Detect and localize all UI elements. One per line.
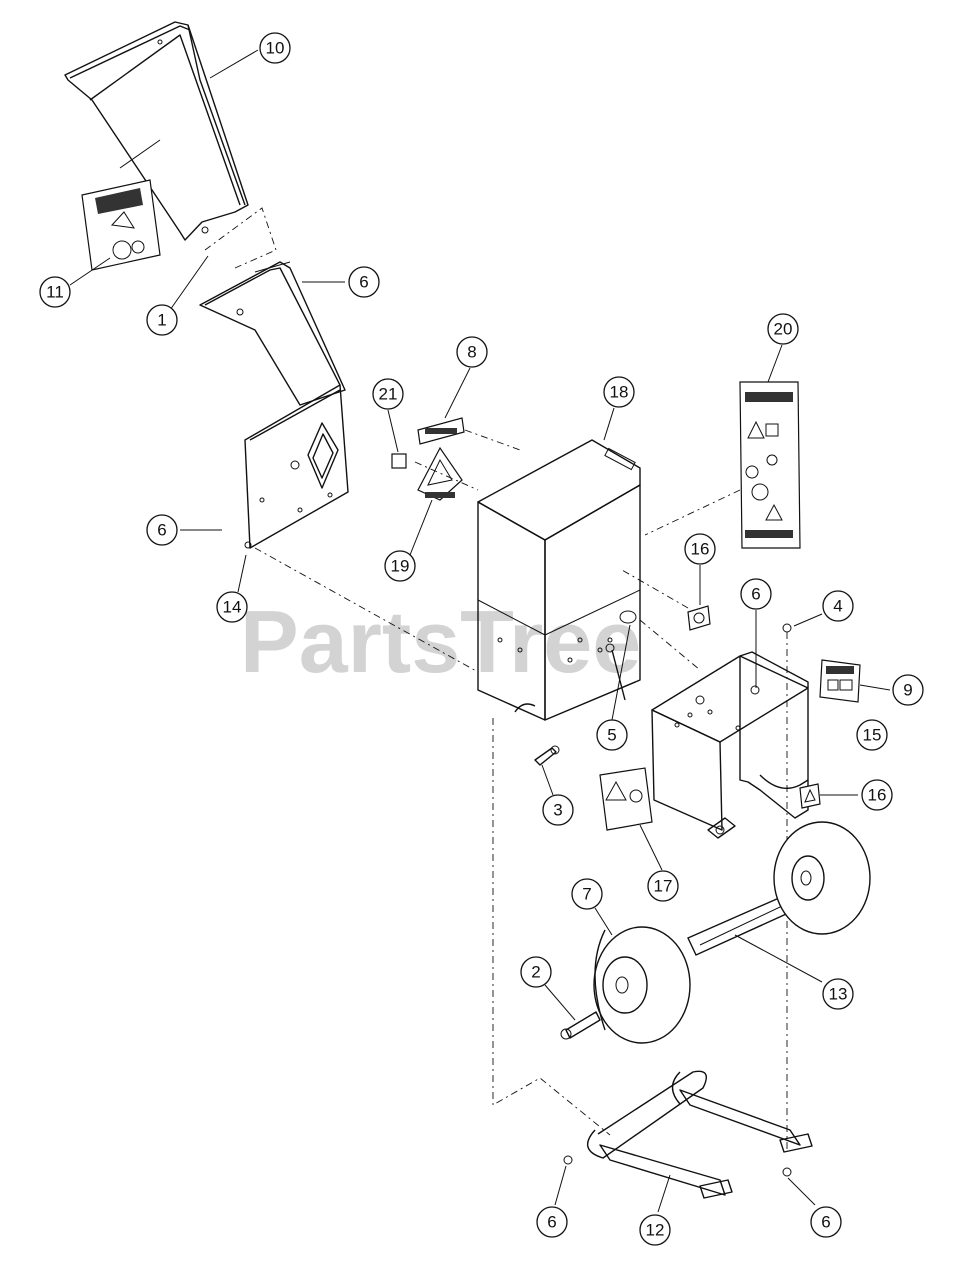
svg-text:17: 17 [654, 877, 673, 896]
svg-text:14: 14 [223, 598, 242, 617]
svg-text:6: 6 [751, 585, 760, 604]
part-3-bolt[interactable] [534, 745, 560, 766]
part-11-warning-decal[interactable] [81, 179, 161, 271]
part-10-hopper-chute[interactable] [64, 21, 249, 241]
part-2-axle-bolt[interactable] [560, 1011, 601, 1040]
callout-leaders [69, 49, 891, 1213]
part-15-motor-bracket[interactable] [651, 651, 809, 839]
svg-text:20: 20 [774, 320, 793, 339]
svg-text:10: 10 [266, 39, 285, 58]
svg-text:6: 6 [821, 1213, 830, 1232]
callout-5[interactable]: 5 [596, 719, 628, 751]
callout-20[interactable]: 20 [767, 313, 799, 345]
assembly-guide-lines [254, 429, 741, 1136]
part-18-main-housing[interactable] [477, 439, 641, 721]
callout-6-chute[interactable]: 6 [348, 266, 380, 298]
part-19-triangle-decal[interactable] [417, 446, 463, 501]
svg-text:16: 16 [868, 786, 887, 805]
callout-10[interactable]: 10 [259, 32, 291, 64]
svg-text:1: 1 [157, 311, 166, 330]
svg-text:9: 9 [903, 681, 912, 700]
part-16-small-decal-upper[interactable] [687, 605, 711, 631]
svg-text:2: 2 [531, 963, 540, 982]
callout-14[interactable]: 14 [216, 591, 248, 623]
callout-21[interactable]: 21 [372, 378, 404, 410]
callout-6-bracket[interactable]: 6 [740, 578, 772, 610]
callout-17[interactable]: 17 [647, 870, 679, 902]
svg-text:6: 6 [359, 273, 368, 292]
svg-text:18: 18 [610, 383, 629, 402]
callout-6-frame-left[interactable]: 6 [536, 1206, 568, 1238]
part-1-chute-connector[interactable] [199, 207, 346, 406]
part-9-bracket-decal[interactable] [819, 659, 861, 703]
svg-text:16: 16 [691, 540, 710, 559]
callout-18[interactable]: 18 [603, 376, 635, 408]
part-12-stand-frame[interactable] [563, 1070, 813, 1199]
callout-7[interactable]: 7 [571, 878, 603, 910]
part-17-warning-decal[interactable] [599, 767, 653, 831]
svg-text:8: 8 [467, 343, 476, 362]
callout-16-upper[interactable]: 16 [684, 533, 716, 565]
callout-9[interactable]: 9 [892, 674, 924, 706]
callout-15[interactable]: 15 [856, 719, 888, 751]
svg-text:3: 3 [553, 801, 562, 820]
callout-6-frame-right[interactable]: 6 [810, 1206, 842, 1238]
svg-text:4: 4 [833, 597, 842, 616]
callout-4[interactable]: 4 [822, 590, 854, 622]
callout-13[interactable]: 13 [822, 978, 854, 1010]
part-16-small-decal-lower[interactable] [799, 783, 821, 809]
callout-8[interactable]: 8 [456, 336, 488, 368]
svg-text:11: 11 [46, 283, 64, 302]
svg-text:7: 7 [582, 885, 591, 904]
callout-12[interactable]: 12 [639, 1214, 671, 1246]
part-20-instruction-decal[interactable] [739, 381, 801, 549]
svg-text:5: 5 [607, 726, 616, 745]
partstree-watermark: PartsTree [240, 592, 641, 691]
svg-text:6: 6 [547, 1213, 556, 1232]
callout-11[interactable]: 11 [39, 276, 71, 308]
svg-text:21: 21 [379, 385, 398, 404]
part-7-wheel-right[interactable] [773, 821, 871, 935]
svg-text:6: 6 [157, 521, 166, 540]
callout-6-plate[interactable]: 6 [146, 514, 178, 546]
svg-text:13: 13 [829, 985, 848, 1004]
part-14-mounting-plate[interactable] [244, 384, 349, 549]
svg-text:19: 19 [391, 557, 410, 576]
part-7-wheel-left[interactable] [593, 926, 691, 1044]
callout-1[interactable]: 1 [146, 304, 178, 336]
part-5-pin[interactable] [605, 610, 637, 701]
callout-16-lower[interactable]: 16 [861, 779, 893, 811]
callout-3[interactable]: 3 [542, 794, 574, 826]
svg-text:15: 15 [863, 726, 882, 745]
callout-2[interactable]: 2 [520, 956, 552, 988]
part-21-small-decal[interactable] [391, 453, 407, 469]
svg-text:12: 12 [646, 1221, 665, 1240]
part-8-bar-decal[interactable] [417, 417, 465, 445]
callout-19[interactable]: 19 [384, 550, 416, 582]
